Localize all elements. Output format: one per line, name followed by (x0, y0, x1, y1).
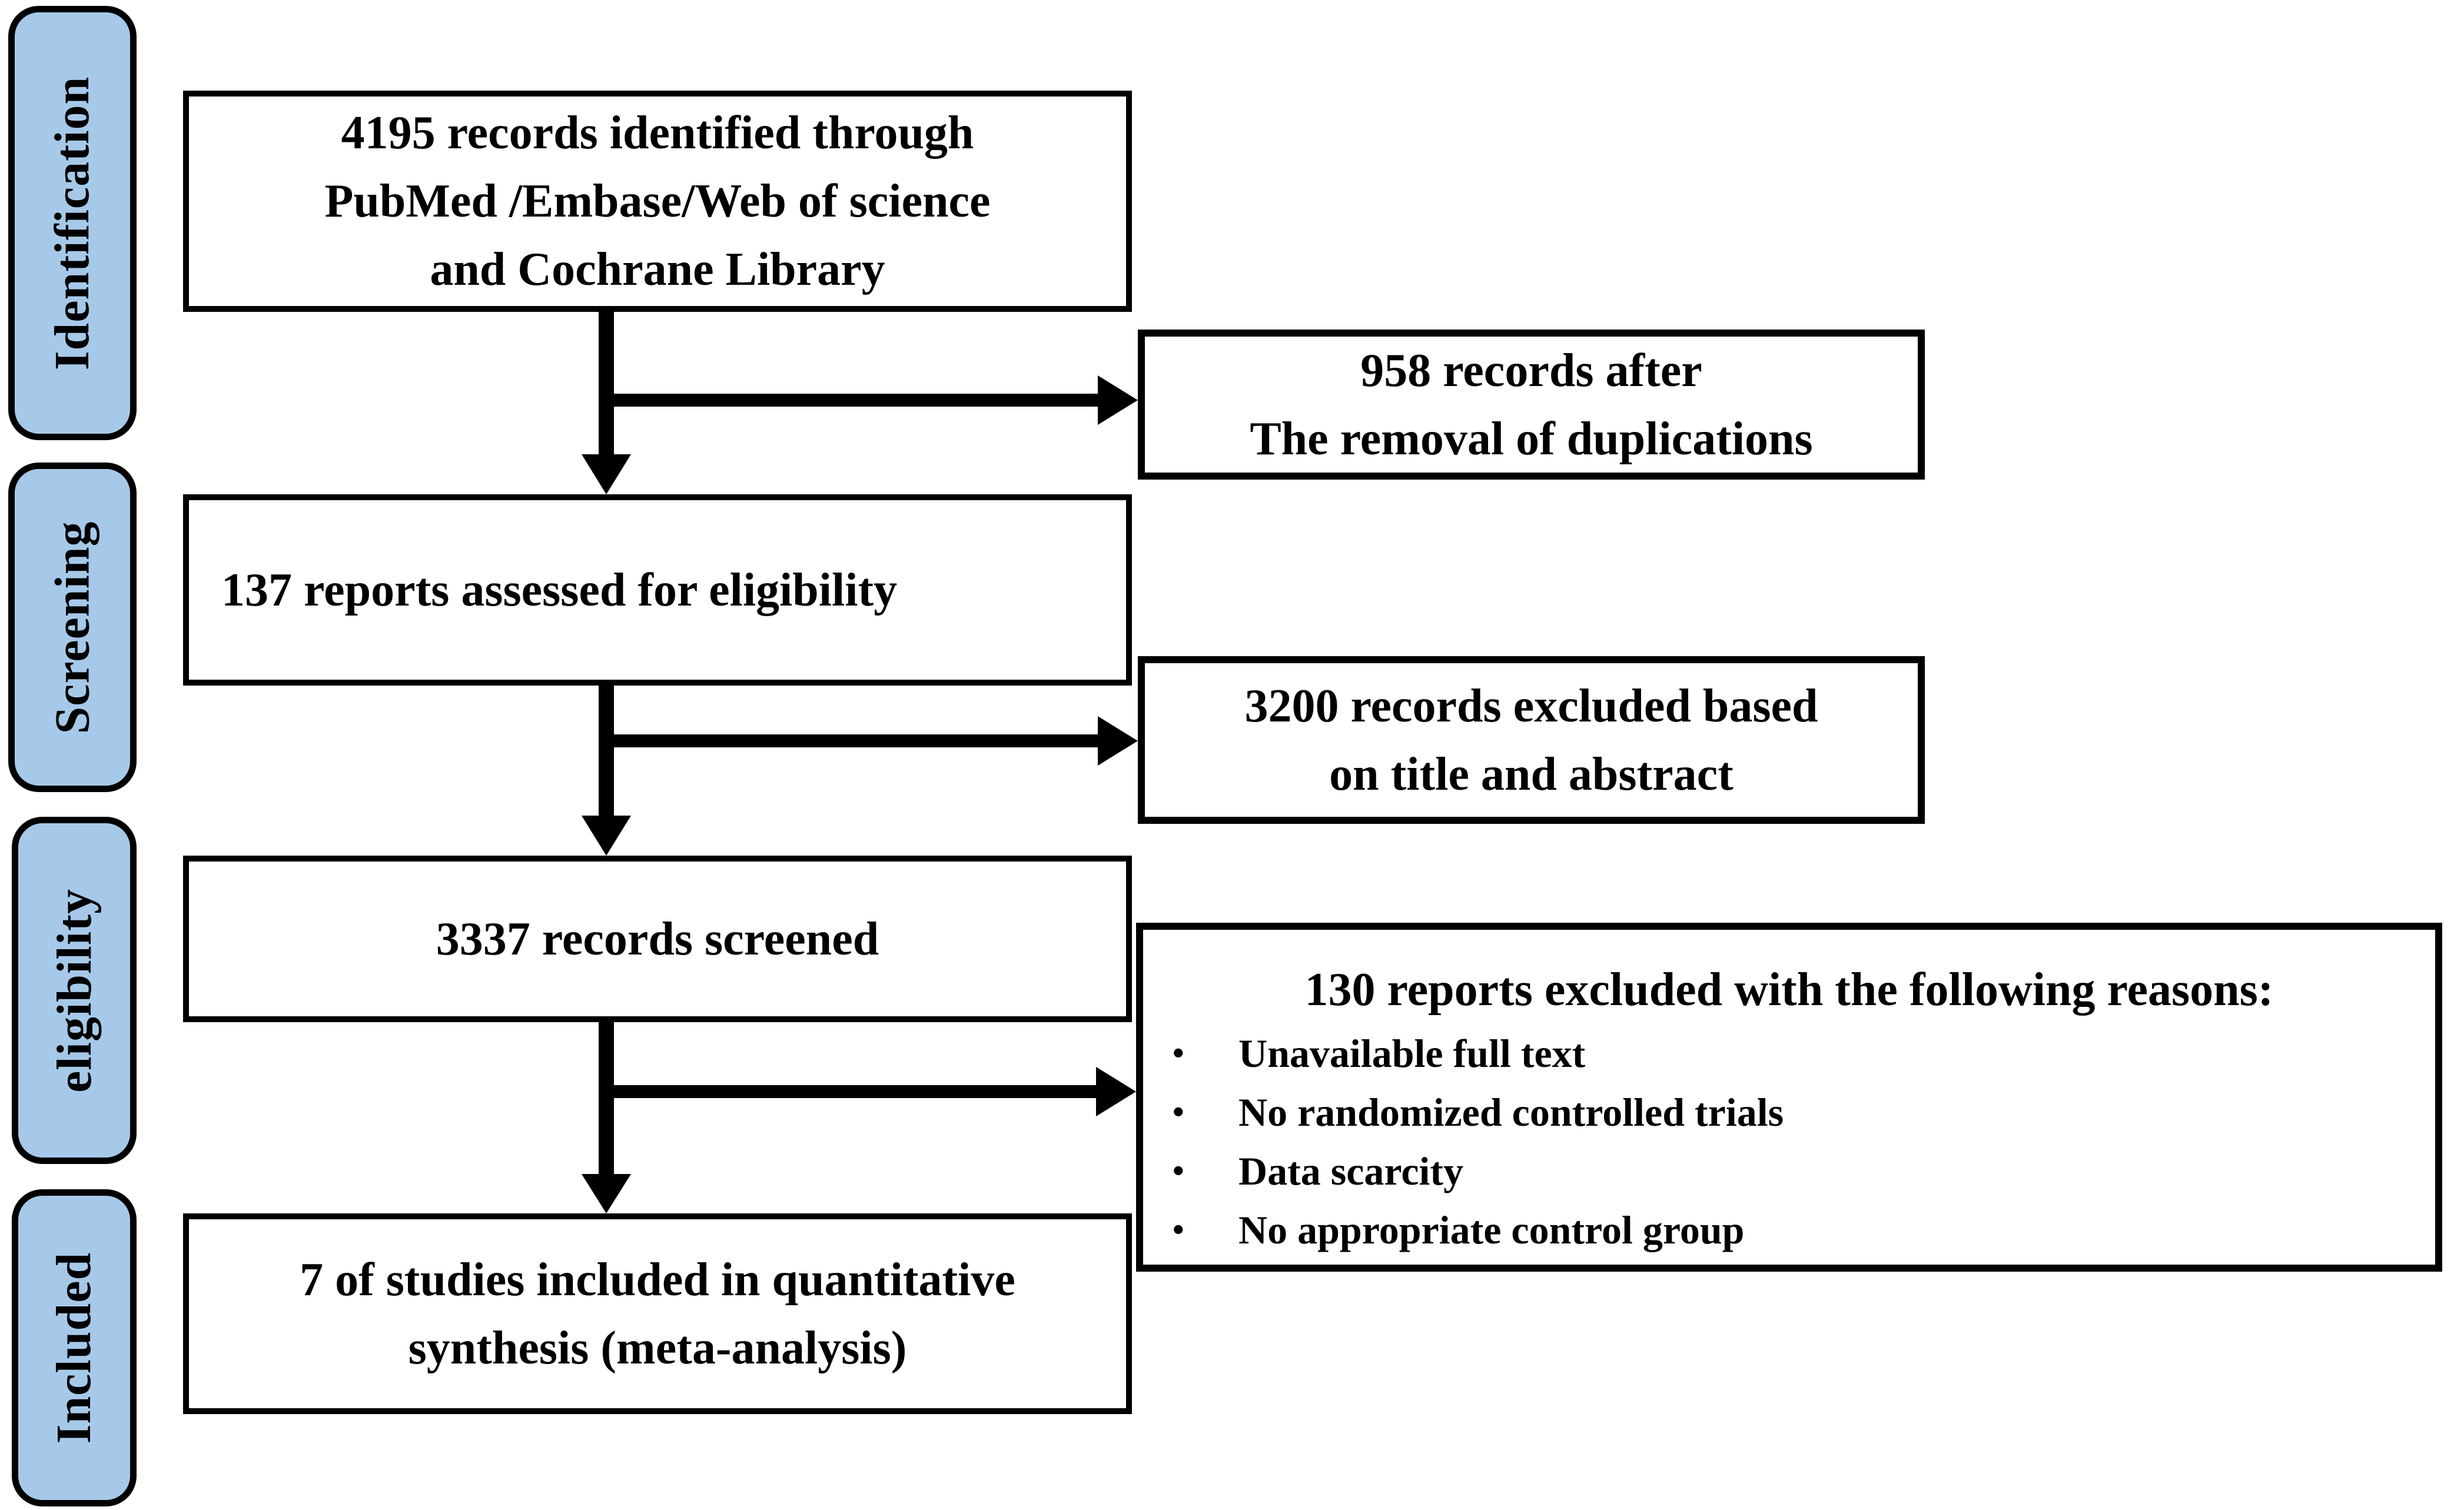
excluded-reason-item: • Unavailable full text (1143, 1024, 2435, 1083)
excluded-reason-item: • No randomized controlled trials (1143, 1083, 2435, 1142)
bullet-icon: • (1173, 1094, 1184, 1130)
excluded-reason-item: • Data scarcity (1143, 1142, 2435, 1200)
stage-included-label: Included (47, 1252, 102, 1444)
excluded-reason-text: No randomized controlled trials (1238, 1090, 1784, 1135)
arrow-branch-excluded-reasons (599, 1067, 1136, 1116)
stage-included: Included (12, 1189, 137, 1506)
box-line: 3337 records screened (436, 913, 879, 965)
box-duplicates-removed: 958 records after The removal of duplica… (1138, 330, 1925, 480)
stage-eligibility: eligibility (12, 817, 137, 1164)
arrow-branch-excluded-title (599, 716, 1138, 766)
box-excluded-reasons: 130 reports excluded with the following … (1136, 923, 2442, 1272)
box-excluded-title-abstract: 3200 records excluded based on title and… (1138, 656, 1925, 824)
box-line: 958 records after (1360, 344, 1702, 397)
box-line: 137 reports assessed for eligibility (221, 564, 898, 616)
box-reports-assessed: 137 reports assessed for eligibility (183, 494, 1132, 686)
box-line: on title and abstract (1329, 748, 1734, 800)
box-line: synthesis (meta-analysis) (408, 1322, 907, 1374)
stage-screening-label: Screening (45, 520, 100, 734)
stage-screening: Screening (8, 463, 137, 792)
excluded-reason-text: No appropriate control group (1238, 1208, 1745, 1252)
bullet-icon: • (1173, 1035, 1184, 1072)
arrow-screened-to-synthesis (582, 1021, 631, 1213)
bullet-icon: • (1173, 1153, 1184, 1189)
excluded-reasons-title: 130 reports excluded with the following … (1304, 964, 2274, 1016)
stage-identification: Identification (8, 6, 137, 440)
excluded-reason-text: Data scarcity (1238, 1149, 1464, 1193)
box-line: 3200 records excluded based (1244, 680, 1818, 732)
box-studies-included: 7 of studies included in quantitative sy… (183, 1213, 1132, 1414)
box-records-screened: 3337 records screened (183, 856, 1132, 1022)
excluded-reason-text: Unavailable full text (1238, 1031, 1586, 1076)
arrow-assessed-to-screened (582, 684, 631, 856)
arrow-identified-to-assessed (582, 311, 631, 494)
box-line: The removal of duplications (1250, 413, 1813, 465)
excluded-reason-item: • No appropriate control group (1143, 1200, 2435, 1259)
box-line: 4195 records identified through (341, 107, 974, 159)
box-line: 7 of studies included in quantitative (300, 1253, 1015, 1306)
stage-eligibility-label: eligibility (47, 888, 102, 1093)
box-line: PubMed /Embase/Web of science (324, 175, 991, 227)
box-line: and Cochrane Library (430, 244, 885, 295)
bullet-icon: • (1173, 1212, 1184, 1248)
stage-identification-label: Identification (45, 76, 100, 370)
box-records-identified: 4195 records identified through PubMed /… (183, 91, 1132, 312)
arrow-branch-duplicates-removed (599, 375, 1138, 425)
